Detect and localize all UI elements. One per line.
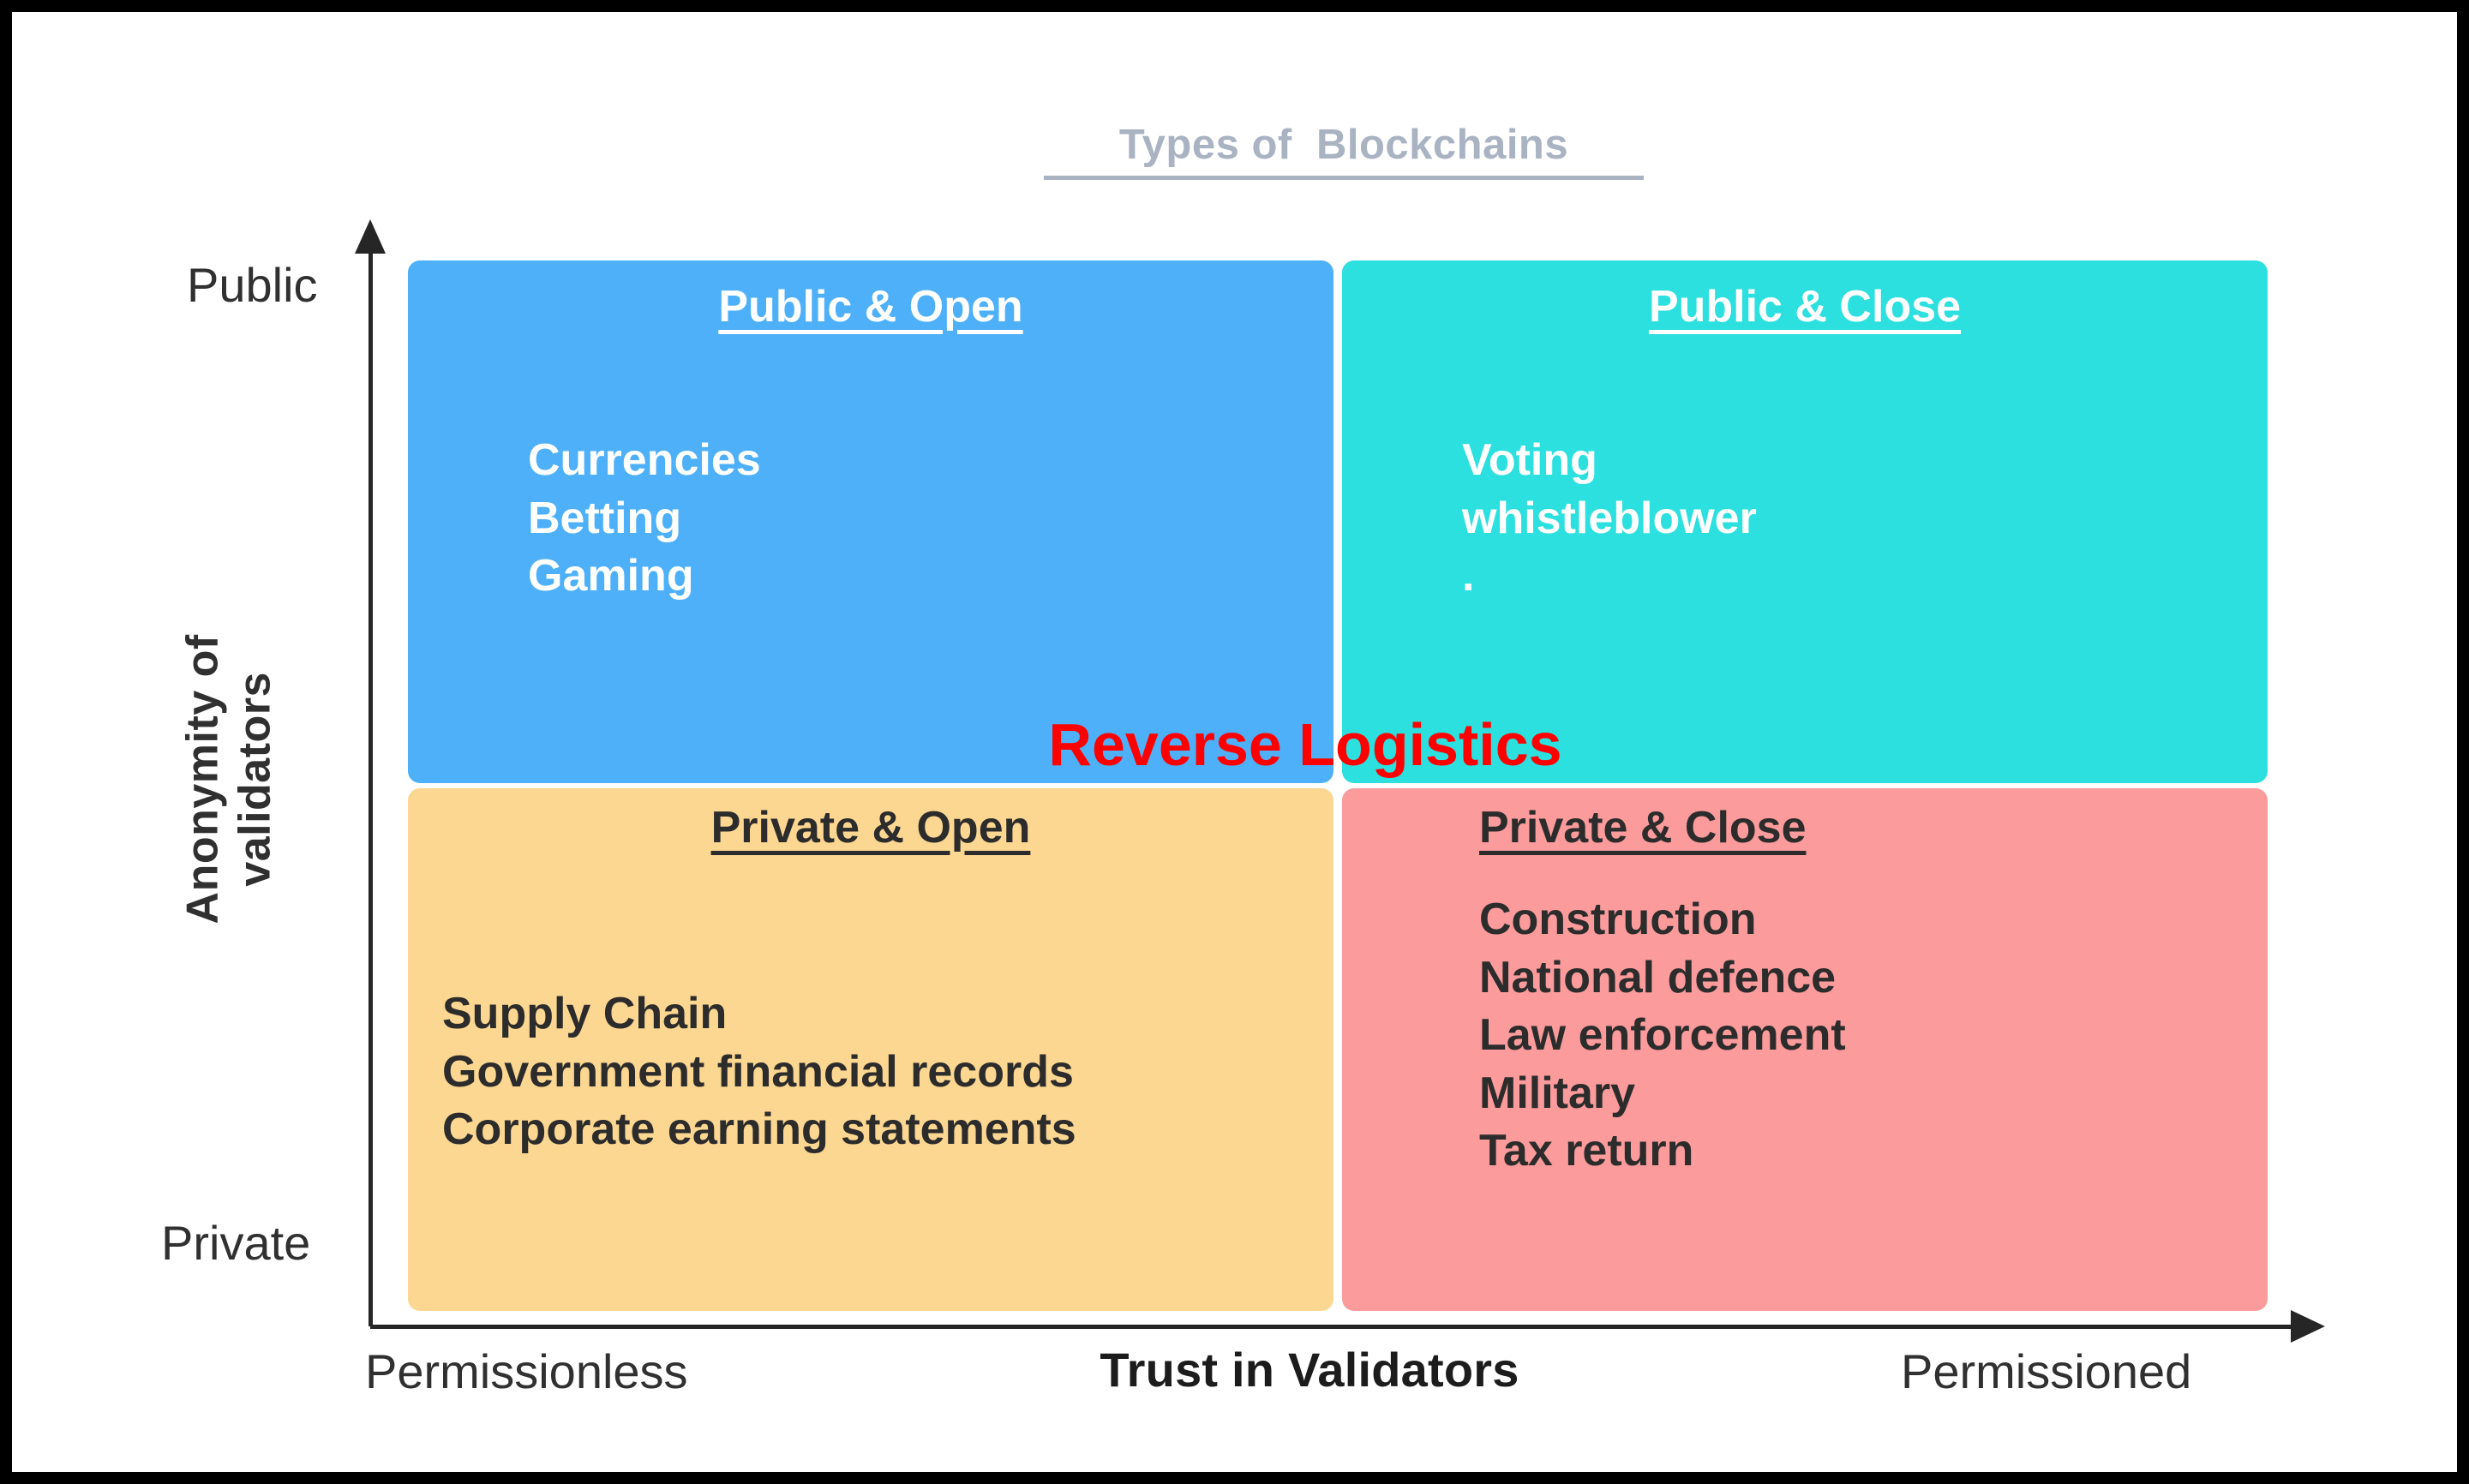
quadrant-private-open[interactable]: Private & Open Supply Chain Government f… (408, 788, 1333, 1311)
page-title: Types of Blockchains (1118, 122, 1569, 168)
chart-title-block: Types of Blockchains (1044, 122, 1644, 181)
x-axis-title: Trust in Validators (1100, 1343, 1519, 1397)
quadrant-chart: Types of Blockchains Public Private Anon… (24, 24, 2469, 1484)
y-axis-tick-private: Private (161, 1216, 311, 1270)
title-underline-rule (1044, 176, 1644, 181)
quadrant-heading-private-close: Private & Close (1479, 803, 1807, 853)
quadrant-private-close[interactable]: Private & Close Construction National de… (1342, 788, 2268, 1311)
x-axis-line (370, 1325, 2294, 1329)
y-axis-line (369, 247, 373, 1326)
quadrant-public-close[interactable]: Public & Close Voting whistleblower . (1342, 260, 2268, 783)
y-axis-title: Anonymity of validators (177, 634, 280, 925)
quadrant-heading-public-close: Public & Close (1648, 282, 1962, 332)
x-axis-tick-permissioned: Permissioned (1901, 1344, 2192, 1398)
quadrant-items-public-close: Voting whistleblower . (1462, 435, 1757, 601)
quadrant-heading-private-open: Private & Open (710, 803, 1031, 853)
quadrant-public-open[interactable]: Public & Open Currencies Betting Gaming (408, 260, 1333, 783)
y-axis-arrowhead-icon (355, 219, 386, 254)
quadrant-items-private-open: Supply Chain Government financial record… (442, 989, 1076, 1155)
y-axis-tick-public: Public (187, 258, 318, 312)
x-axis-tick-permissionless: Permissionless (365, 1344, 688, 1398)
x-axis-arrowhead-icon (2291, 1310, 2325, 1343)
quadrant-heading-public-open: Public & Open (718, 282, 1023, 332)
quadrant-items-public-open: Currencies Betting Gaming (528, 435, 761, 601)
quadrant-items-private-close: Construction National defence Law enforc… (1479, 895, 1846, 1176)
